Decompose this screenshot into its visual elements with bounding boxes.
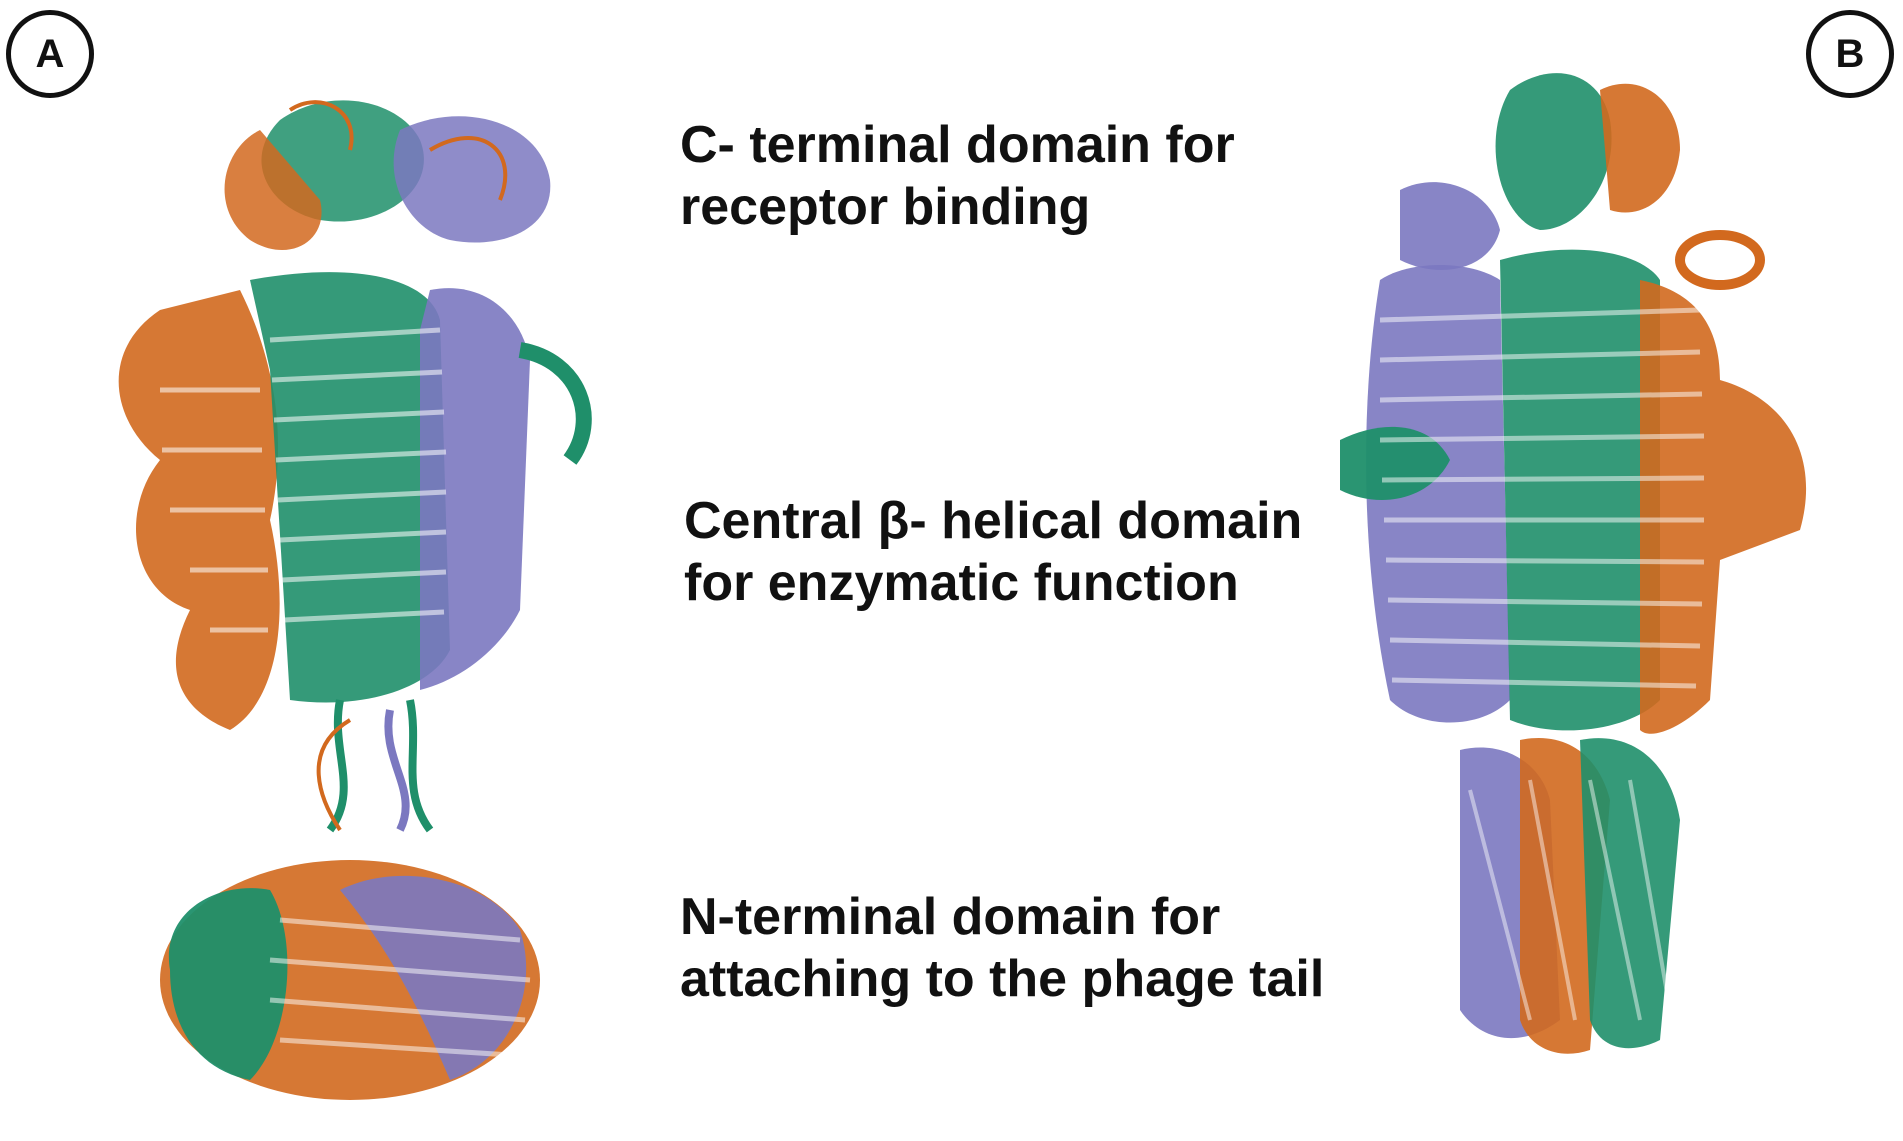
protein-structure-a <box>118 100 592 1100</box>
n-terminal-domain-a <box>160 860 540 1100</box>
protein-structure-b <box>1340 73 1807 1054</box>
panel-b-badge: B <box>1806 10 1894 98</box>
c-terminal-caption-line2: receptor binding <box>680 178 1091 236</box>
central-helical-domain-a <box>118 272 592 730</box>
c-terminal-domain-caption: C- terminal domain for receptor binding <box>680 114 1235 238</box>
n-terminal-caption-line2: attaching to the phage tail <box>680 950 1325 1008</box>
central-caption-line2: for enzymatic function <box>684 554 1239 612</box>
c-terminal-caption-line1: C- terminal domain for <box>680 116 1235 174</box>
linker-a <box>316 699 434 833</box>
bottom-domain-b <box>1460 738 1680 1054</box>
central-domain-caption: Central β- helical domain for enzymatic … <box>684 490 1302 614</box>
n-terminal-caption-line1: N-terminal domain for <box>680 888 1221 946</box>
top-domain-b <box>1400 73 1765 290</box>
central-domain-b <box>1340 249 1807 734</box>
c-terminal-domain-a <box>224 100 551 251</box>
panel-a-badge: A <box>6 10 94 98</box>
central-caption-line1: Central β- helical domain <box>684 492 1303 550</box>
n-terminal-domain-caption: N-terminal domain for attaching to the p… <box>680 886 1324 1010</box>
